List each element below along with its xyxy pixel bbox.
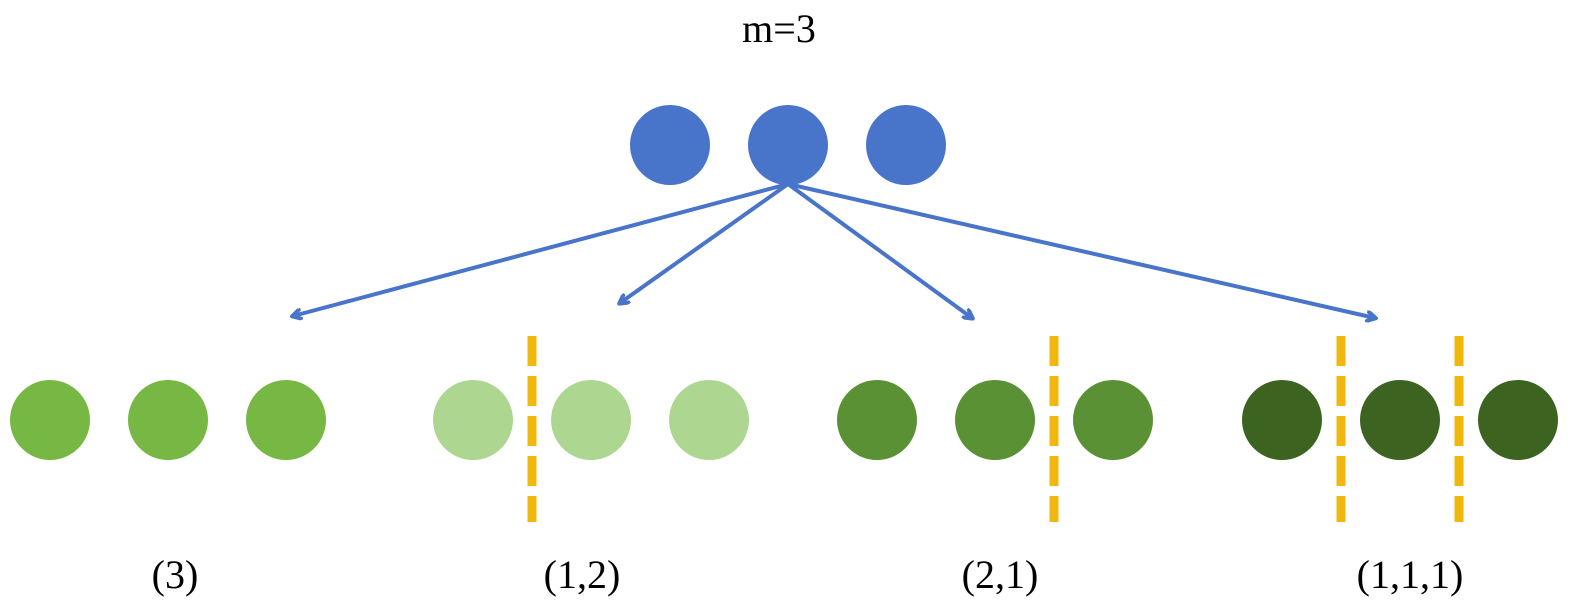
source-ball (630, 105, 710, 185)
arrow (620, 182, 790, 303)
composition-group: (1,2) (433, 336, 749, 597)
diagram-title: m=3 (742, 6, 816, 51)
composition-ball (837, 380, 917, 460)
composition-ball (669, 380, 749, 460)
composition-group: (2,1) (837, 336, 1153, 597)
composition-ball (1478, 380, 1558, 460)
composition-label: (1,1,1) (1357, 552, 1464, 597)
arrow (293, 182, 789, 316)
arrow (787, 182, 1375, 318)
arrow (786, 182, 972, 318)
composition-label: (1,2) (544, 552, 621, 597)
composition-ball (551, 380, 631, 460)
composition-ball (1360, 380, 1440, 460)
composition-ball (1073, 380, 1153, 460)
source-ball (866, 105, 946, 185)
composition-ball (128, 380, 208, 460)
composition-ball (10, 380, 90, 460)
composition-ball (955, 380, 1035, 460)
composition-ball (1242, 380, 1322, 460)
composition-label: (3) (152, 552, 199, 597)
compositions: (3) (1,2) (2,1) (1,1,1) (10, 336, 1558, 597)
composition-ball (433, 380, 513, 460)
composition-group: (3) (10, 380, 326, 597)
source-balls (630, 105, 946, 185)
source-ball (748, 105, 828, 185)
composition-ball (246, 380, 326, 460)
composition-group: (1,1,1) (1242, 336, 1558, 597)
arrows (293, 182, 1375, 318)
composition-label: (2,1) (962, 552, 1039, 597)
